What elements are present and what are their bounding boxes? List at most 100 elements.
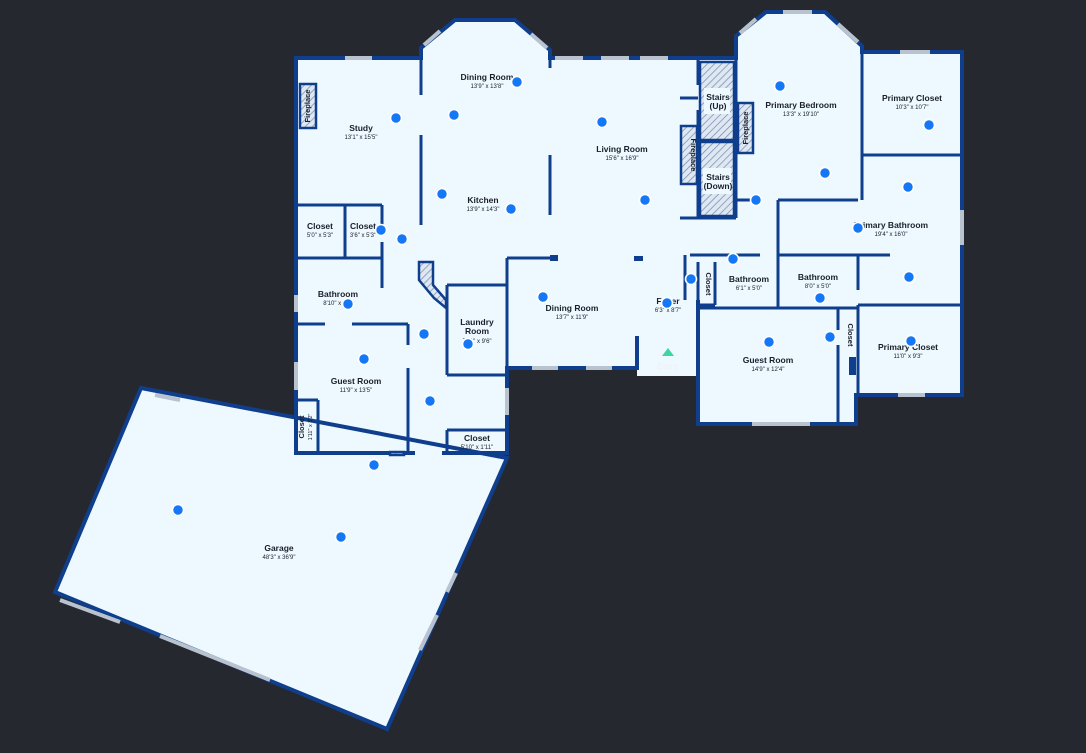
blue-dot-icon[interactable] — [823, 330, 837, 344]
blue-dot-icon[interactable] — [536, 290, 550, 304]
blue-dot-icon[interactable] — [749, 193, 763, 207]
windows — [59, 10, 964, 682]
blue-dot-icon[interactable] — [374, 223, 388, 237]
triangle-up-icon[interactable] — [662, 348, 674, 356]
blue-dot-icon[interactable] — [417, 327, 431, 341]
room-dim-living-room: 15'6" x 16'9" — [606, 156, 639, 162]
room-dim-garage: 48'3" x 36'9" — [263, 555, 296, 561]
room-labels: Dining Room 13'9" x 13'8" Study 13'1" x … — [263, 72, 943, 561]
room-dim-bathroom-3: 8'0" x 5'0" — [805, 284, 831, 290]
entry-label: Entry — [658, 362, 679, 371]
room-name-bathroom-2: Bathroom — [729, 274, 770, 284]
closet-vertical-name: Closet — [297, 415, 306, 438]
blue-dot-icon[interactable] — [922, 118, 936, 132]
blue-dot-icon[interactable] — [510, 75, 524, 89]
room-dim-primary-bathroom: 19'4" x 16'0" — [875, 232, 908, 238]
blue-dot-icon[interactable] — [684, 272, 698, 286]
blue-dot-icon[interactable] — [638, 193, 652, 207]
blue-dot-icon[interactable] — [171, 503, 185, 517]
room-dim-dining-room-2: 13'7" x 11'9" — [556, 315, 588, 321]
garage-step-icon — [388, 450, 406, 457]
fireplace-living: Fireplace — [679, 124, 699, 186]
door-openings — [325, 321, 690, 456]
fireplace-study-icon — [298, 82, 318, 130]
fireplace-bedroom-label: Fireplace — [741, 112, 750, 145]
blue-dot-icon[interactable] — [595, 115, 609, 129]
blue-dot-icon[interactable] — [395, 232, 409, 246]
blue-dot-icon[interactable] — [904, 334, 918, 348]
blue-dot-icon[interactable] — [447, 108, 461, 122]
room-name-closet-2: Closet — [350, 221, 376, 231]
room-dim-closet-1: 5'0" x 5'3" — [307, 233, 333, 239]
stairs-down-label-1: Stairs — [706, 172, 730, 182]
fireplace-bedroom: Fireplace — [736, 101, 755, 155]
blue-dot-icon[interactable] — [357, 352, 371, 366]
laundry-chute-icon — [417, 260, 448, 311]
fireplace-study: Fireplace — [298, 82, 318, 130]
room-dim-bathroom-2: 6'1" x 5'0" — [736, 286, 762, 292]
room-name-primary-bathroom: Primary Bathroom — [854, 220, 929, 230]
room-dim-dining-room: 13'9" x 13'8" — [471, 84, 504, 90]
floor-area — [55, 12, 962, 729]
room-name-primary-closet-1: Primary Closet — [882, 93, 942, 103]
blue-dot-icon[interactable] — [389, 111, 403, 125]
fireplace-study-label: Fireplace — [303, 90, 312, 123]
room-name-bathroom-1: Bathroom — [318, 289, 359, 299]
room-name-primary-closet-2: Primary Closet — [878, 342, 938, 352]
hotspots[interactable] — [171, 75, 936, 544]
room-name-laundry-room-2: Room — [465, 326, 490, 336]
room-name-bathroom-3: Bathroom — [798, 272, 839, 282]
closet-foyer-label: Closet — [704, 273, 713, 296]
room-dim-primary-closet-1: 10'3" x 10'7" — [896, 105, 929, 111]
room-dim-primary-bedroom: 13'3" x 19'10" — [783, 112, 819, 118]
room-name-guest-room-2: Guest Room — [743, 355, 794, 365]
blue-dot-icon[interactable] — [660, 296, 674, 310]
stairs-block — [698, 60, 736, 218]
room-name-study: Study — [349, 123, 373, 133]
blue-dot-icon[interactable] — [726, 252, 740, 266]
room-dim-guest-room-2: 14'9" x 12'4" — [752, 367, 785, 373]
blue-dot-icon[interactable] — [504, 202, 518, 216]
room-dim-foyer: 6'3" x 8'7" — [655, 308, 681, 314]
blue-dot-icon[interactable] — [762, 335, 776, 349]
fireplace-bedroom-icon — [736, 101, 755, 155]
room-dim-guest-room-1: 11'9" x 13'5" — [340, 388, 372, 394]
room-dim-primary-closet-2: 11'0" x 9'3" — [893, 354, 922, 360]
closet-guest-label: Closet — [846, 324, 855, 347]
room-name-closet-1: Closet — [307, 221, 333, 231]
room-dim-study: 13'1" x 15'5" — [345, 135, 378, 141]
room-dim-closet-2: 3'6" x 5'3" — [350, 233, 376, 239]
blue-dot-icon[interactable] — [461, 337, 475, 351]
entry-marker[interactable]: Entry — [658, 348, 679, 371]
blue-dot-icon[interactable] — [813, 291, 827, 305]
room-name-dining-room: Dining Room — [461, 72, 514, 82]
interior-walls — [296, 52, 962, 453]
blue-dot-icon[interactable] — [334, 530, 348, 544]
blue-dot-icon[interactable] — [851, 221, 865, 235]
fireplace-living-label: Fireplace — [689, 139, 698, 172]
room-dim-laundry-room: 7'11" x 9'6" — [462, 339, 491, 345]
room-name-kitchen: Kitchen — [467, 195, 498, 205]
room-name-primary-bedroom: Primary Bedroom — [765, 100, 837, 110]
room-name-dining-room-2: Dining Room — [546, 303, 599, 313]
stairs-up-label-2: (Up) — [710, 101, 727, 111]
room-name-guest-room-1: Guest Room — [331, 376, 382, 386]
blue-dot-icon[interactable] — [901, 180, 915, 194]
stairs-up-label-1: Stairs — [706, 92, 730, 102]
blue-dot-icon[interactable] — [773, 79, 787, 93]
room-name-garage: Garage — [264, 543, 294, 553]
blue-dot-icon[interactable] — [367, 458, 381, 472]
blue-dot-icon[interactable] — [902, 270, 916, 284]
fireplace-living-icon — [679, 124, 699, 186]
room-name-living-room: Living Room — [596, 144, 648, 154]
room-dim-bathroom-1: 8'10" x 6'1" — [323, 301, 353, 307]
blue-dot-icon[interactable] — [435, 187, 449, 201]
blue-dot-icon[interactable] — [341, 297, 355, 311]
blue-dot-icon[interactable] — [423, 394, 437, 408]
closet-vertical-dim: 1'11" x 3'2" — [308, 414, 314, 441]
room-name-laundry-room: Laundry — [460, 317, 494, 327]
room-dim-closet-3: 5'10" x 1'11" — [461, 445, 493, 451]
room-name-closet-3: Closet — [464, 433, 490, 443]
blue-dot-icon[interactable] — [818, 166, 832, 180]
